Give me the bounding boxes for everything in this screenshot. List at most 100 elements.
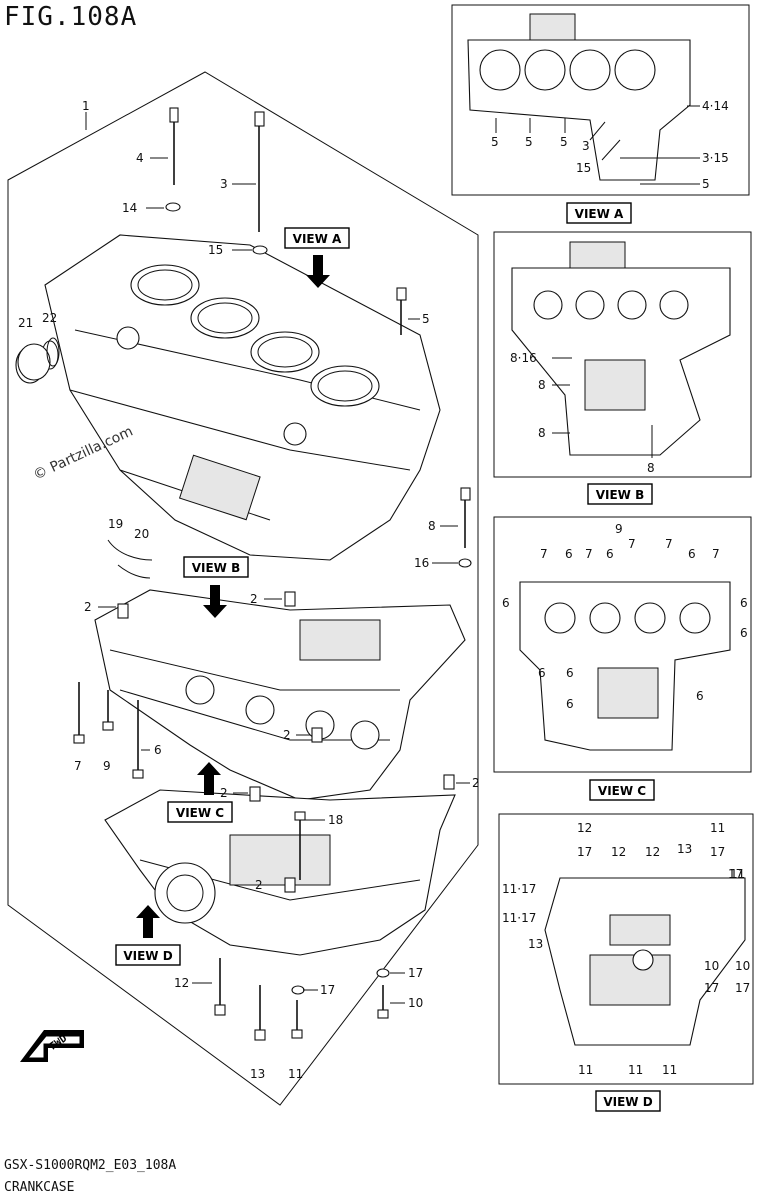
main-label-view-d: VIEW D <box>123 949 172 963</box>
callout: 17 <box>735 981 750 995</box>
callout: 7 <box>74 759 82 773</box>
callout: 6 <box>740 596 748 610</box>
callout: 6 <box>688 547 696 561</box>
callout: 15 <box>576 161 591 175</box>
callout: 2 <box>250 592 258 606</box>
callout: 6 <box>566 666 574 680</box>
main-label-view-a: VIEW A <box>293 232 342 246</box>
callout: 13 <box>677 842 692 856</box>
callout: 10 <box>735 959 750 973</box>
callout: 6 <box>565 547 573 561</box>
callout: 1 <box>82 99 90 113</box>
inset-label-view-b: VIEW B <box>596 488 645 502</box>
callout: 4·14 <box>702 99 729 113</box>
callout: 9 <box>103 759 111 773</box>
callout: 5 <box>560 135 568 149</box>
callout: 12 <box>174 976 189 990</box>
callout: 20 <box>134 527 149 541</box>
callout: 14 <box>122 201 137 215</box>
callout: 6 <box>538 666 546 680</box>
callout: 2 <box>255 878 263 892</box>
callout: 3 <box>220 177 228 191</box>
callout: 11 <box>288 1067 303 1081</box>
lower-crankcase <box>104 789 456 956</box>
callout: 12 <box>645 845 660 859</box>
view-c-inset: 9 7 6 7 6 7 7 6 7 6 6 6 6 6 6 6 VIEW C <box>493 516 752 801</box>
main-label-view-b: VIEW B <box>192 561 241 575</box>
view-a-inset: 4·14 5 5 5 3 15 3·15 5 VIEW A <box>451 4 750 224</box>
callout: 8 <box>428 519 436 533</box>
callout: 7 <box>585 547 593 561</box>
callout: 13 <box>528 937 543 951</box>
callout: 7 <box>540 547 548 561</box>
callout: 13 <box>250 1067 265 1081</box>
callout: 4 <box>136 151 144 165</box>
callout: 6 <box>502 596 510 610</box>
callout: 6 <box>566 697 574 711</box>
inset-label-view-a: VIEW A <box>575 207 624 221</box>
callout: 17 <box>408 966 423 980</box>
callout: 11 <box>710 821 725 835</box>
callout: 17 <box>320 983 335 997</box>
callout: 5 <box>525 135 533 149</box>
callout: 5 <box>422 312 430 326</box>
callout: 18 <box>328 813 343 827</box>
callout: 2 <box>472 776 480 790</box>
callout: 2 <box>283 728 291 742</box>
callout: 10 <box>408 996 423 1010</box>
diagram-code: GSX-S1000RQM2_E03_108A <box>4 1158 177 1173</box>
callout: 19 <box>108 517 123 531</box>
callout: 2 <box>84 600 92 614</box>
callout: 11·17 <box>502 882 536 896</box>
fwd-arrow-icon: FWD <box>20 1030 84 1062</box>
inset-label-view-d: VIEW D <box>603 1095 652 1109</box>
callout: 8 <box>538 378 546 392</box>
diagram-name: CRANKCASE <box>4 1180 75 1195</box>
callout: 6 <box>154 743 162 757</box>
main-fasteners <box>17 107 472 1041</box>
middle-crankcase <box>94 539 466 801</box>
callout: 11 <box>578 1063 593 1077</box>
main-view-labels: VIEW A VIEW B VIEW C VIEW D <box>115 227 350 966</box>
figure-title: FIG.108A <box>4 2 138 32</box>
main-callouts: 1 4 3 14 15 5 21 2 2 8 16 19 20 2 2 7 9 6… <box>18 99 480 1081</box>
inset-label-view-c: VIEW C <box>598 784 646 798</box>
callout: 3 <box>582 139 590 153</box>
callout: 6 <box>606 547 614 561</box>
callout: 11·17 <box>502 911 536 925</box>
upper-crankcase <box>15 234 441 561</box>
callout: 5 <box>702 177 710 191</box>
callout: 16 <box>414 556 429 570</box>
callout: 8 <box>538 426 546 440</box>
callout: 17 <box>728 867 743 881</box>
callout: 12 <box>577 821 592 835</box>
main-label-view-c: VIEW C <box>176 806 224 820</box>
callout: 2 <box>220 786 228 800</box>
view-arrows <box>136 255 330 938</box>
callout: 7 <box>665 537 673 551</box>
callout: 7 <box>628 537 636 551</box>
callout: 12 <box>611 845 626 859</box>
callout: 11 <box>730 867 745 881</box>
callout: 7 <box>712 547 720 561</box>
callout: 15 <box>208 243 223 257</box>
callout: 17 <box>577 845 592 859</box>
main-view-boundary <box>7 71 479 1106</box>
callout: 6 <box>740 626 748 640</box>
callout: 6 <box>696 689 704 703</box>
callout: 17 <box>710 845 725 859</box>
callout: 17 <box>704 981 719 995</box>
callout: 9 <box>615 522 623 536</box>
main-leader-lines <box>85 112 470 1004</box>
callout: 3·15 <box>702 151 729 165</box>
view-b-inset: 8·16 8 8 8 VIEW B <box>493 231 752 505</box>
callout: 8·16 <box>510 351 537 365</box>
callout: 8 <box>647 461 655 475</box>
callout: 10 <box>704 959 719 973</box>
callout: 5 <box>491 135 499 149</box>
view-d-inset: 12 12 12 13 11 17 17 11 11·17 11·17 13 1… <box>498 813 754 1112</box>
callout: 21 <box>18 316 33 330</box>
callout: 11 <box>662 1063 677 1077</box>
